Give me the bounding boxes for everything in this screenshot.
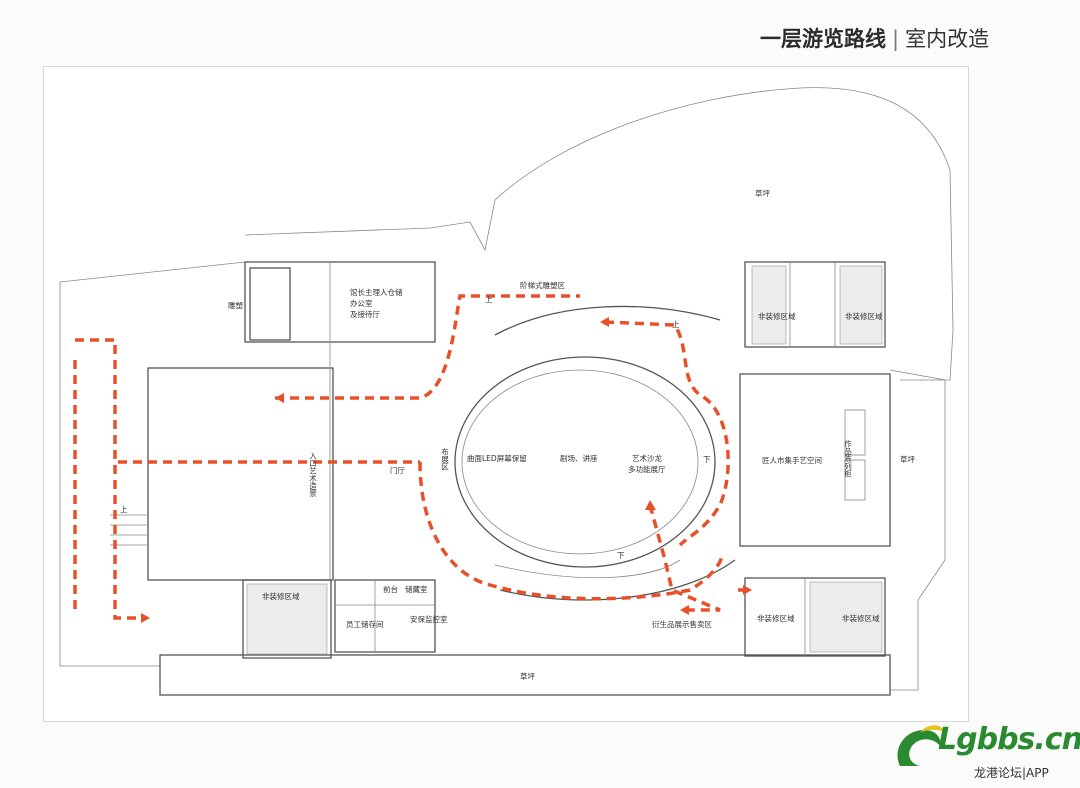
non-renov-fill-2 [839,265,883,345]
route-retail [648,504,721,612]
craft-space-wall [739,373,891,547]
logo-text: Lgbbs.cn [938,722,1080,757]
site-outline-left [59,261,246,667]
non-renov-fill-3 [246,583,328,655]
label-reception: 及接待厅 [350,309,380,319]
route-west-loop [75,338,145,620]
label-office2: 办公室 [350,298,373,308]
label-gate: 门厅 [390,466,405,475]
title-separator: | [892,27,900,51]
northeast-block [744,261,886,348]
label-office: 馆长主理人仓储 [350,287,403,297]
north-office-wall [244,261,436,343]
site-outline-right [889,369,946,691]
label-staff: 员工储存间 [346,619,384,629]
sculpture-block [249,267,291,341]
display-cabinet [844,409,866,456]
label-security: 安保监控室 [410,614,448,624]
page-title-main: 一层游览路线 [760,27,886,51]
label-up-3: 上 [120,505,128,514]
label-hall: 多功能展厅 [628,464,666,474]
route-arrow-west [275,393,284,403]
logo-subtext: 龙港论坛|APP [974,766,1049,780]
southwest-block [242,579,332,659]
page-title: 一层游览路线|室内改造 [760,22,1060,56]
theater-outline [454,356,716,568]
page-subtitle: 室内改造 [905,27,990,51]
visitor-route [73,294,750,620]
label-theater: 剧场、讲座 [560,453,598,463]
west-hall-wall [147,367,334,581]
non-renov-fill-4 [809,581,883,653]
site-outline [244,87,954,381]
route-theater-south [418,461,724,601]
label-display: 作品陈列柜 [843,439,852,479]
route-arrow-retail [680,605,689,615]
label-non-renov-tr2: 非装修区域 [845,311,883,321]
lgbbs-logo-icon [897,725,944,766]
label-sculpture: 雕塑 [228,300,243,310]
staff-block [334,579,436,653]
route-arrow-north [600,317,609,327]
label-lawn-right: 草坪 [900,454,915,464]
north-arc-wall [494,305,721,336]
label-retail: 衍生品展示售卖区 [652,619,712,629]
label-salon: 艺术沙龙 [632,453,662,463]
route-north [275,294,580,400]
lgbbs-logo: Lgbbs.cn 龙港论坛|APP [888,712,1080,788]
label-up-1: 上 [485,295,493,304]
route-arrow-southwest [141,613,150,623]
south-lawn-strip [159,654,891,696]
label-layout-area: 布展区 [440,447,449,471]
label-non-renov-tr1: 非装修区域 [758,311,796,321]
label-storage: 储藏室 [405,584,428,594]
label-stepped: 阶梯式雕塑区 [520,280,565,290]
non-renov-fill-1 [751,265,787,345]
label-down-2: 下 [617,551,625,560]
label-up-2: 上 [672,320,680,329]
label-lawn-top: 草坪 [755,188,770,198]
label-non-renov-br2: 非装修区域 [842,613,880,623]
label-lawn-bottom: 草坪 [520,671,535,681]
label-craft: 匠人市集手艺空间 [762,455,822,465]
label-front-desk: 前台 [383,584,398,594]
route-theater-east [604,320,730,547]
label-non-renov-bl: 非装修区域 [262,591,300,601]
southeast-block [744,577,886,657]
route-arrow-salon [645,500,656,510]
label-non-renov-br1: 非装修区域 [757,613,795,623]
route-arrow-east [743,585,752,595]
label-entrance: 入口艺术造景 [308,452,317,497]
label-led: 曲面LED屏幕保留 [467,453,527,463]
label-down-1: 下 [703,455,711,464]
